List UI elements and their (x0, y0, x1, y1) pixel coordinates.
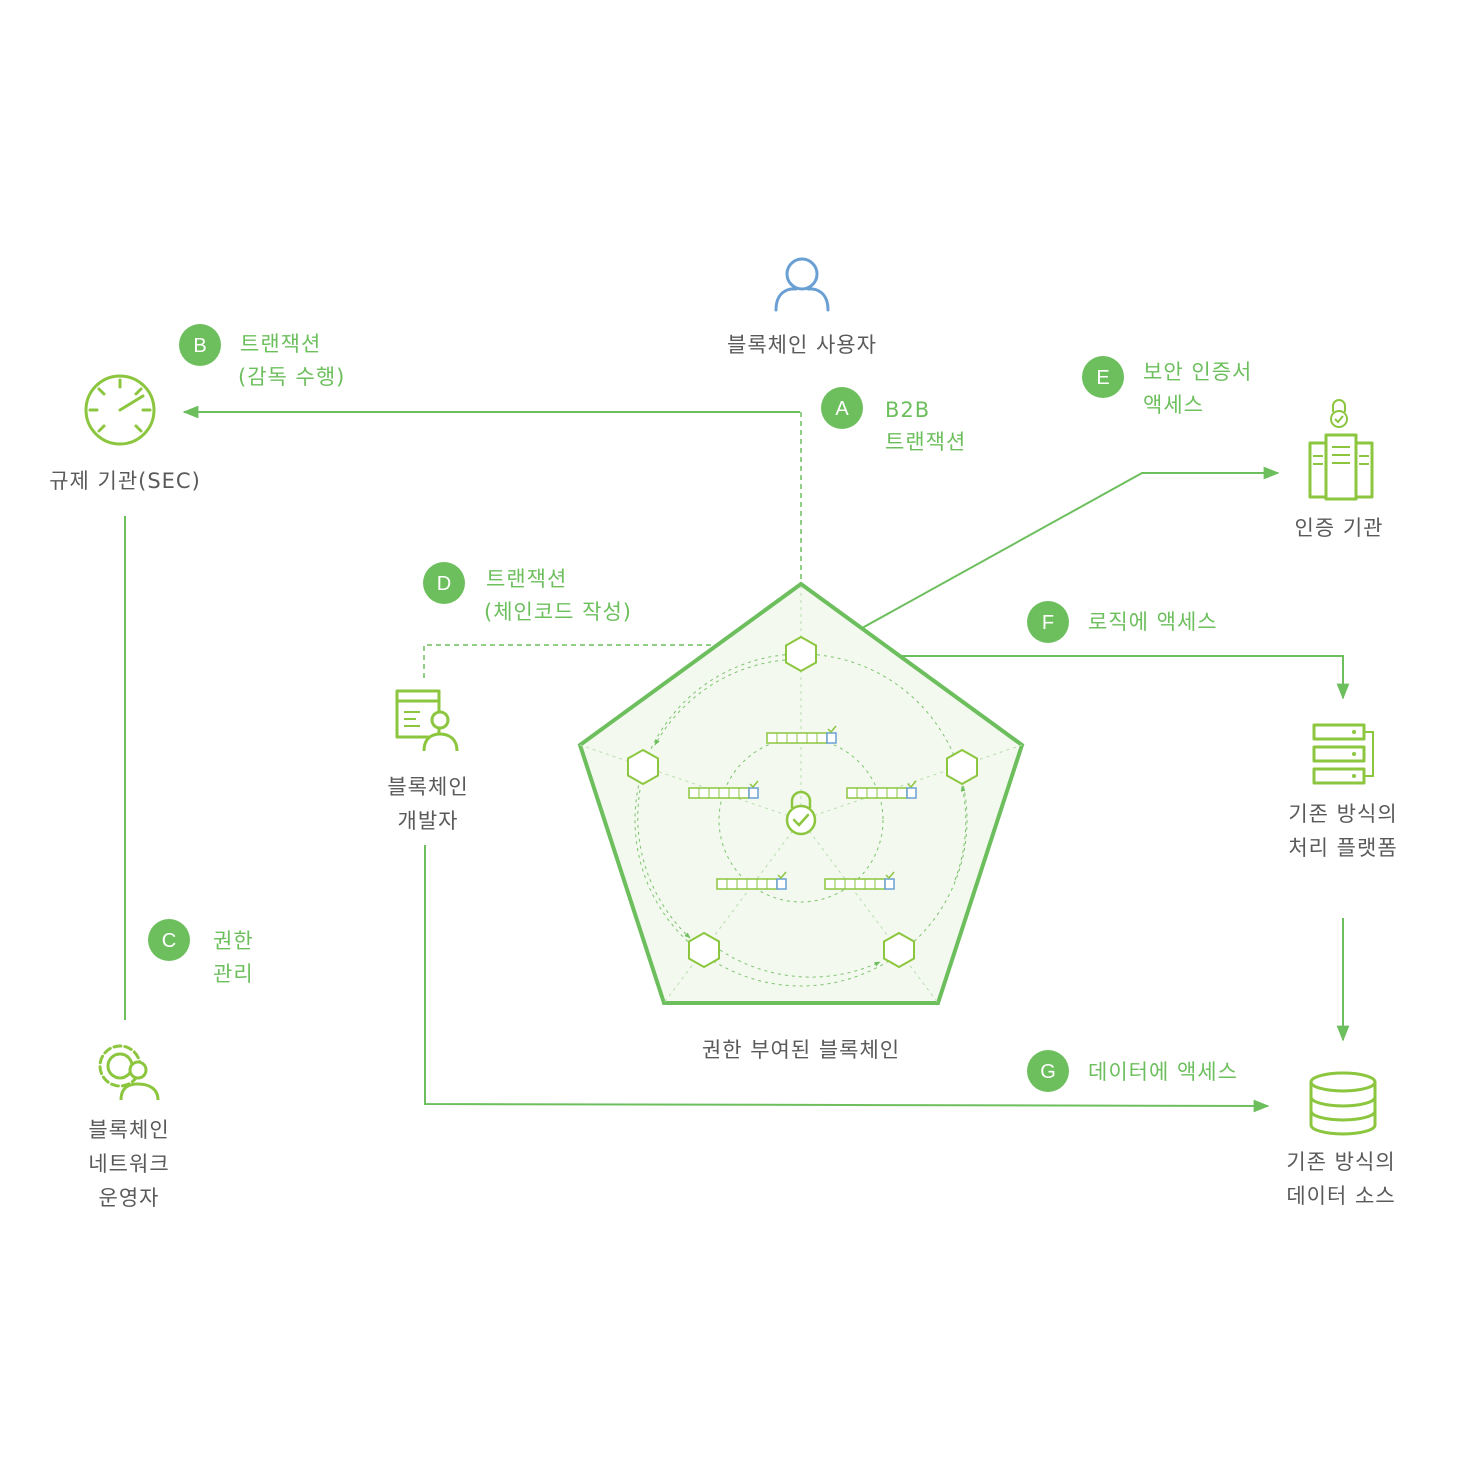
step-a-text-line2: 트랜잭션 (885, 430, 966, 454)
developer-label-line2: 개발자 (398, 809, 459, 833)
step-a-text-line1: B2B (885, 398, 930, 422)
ledger-chain-left (688, 780, 759, 799)
ledger-chain-bottom-right (824, 871, 895, 890)
legacy-platform-label-line1: 기존 방식의 (1288, 802, 1397, 826)
step-e-text-line2: 액세스 (1143, 393, 1204, 417)
lock-check-icon (785, 790, 817, 836)
user-label: 블록체인 사용자 (727, 333, 877, 357)
step-a-letter: A (835, 398, 849, 420)
blockchain-label: 권한 부여된 블록체인 (702, 1038, 900, 1062)
operator-label-line3: 운영자 (99, 1186, 160, 1210)
developer-icon (395, 689, 459, 752)
step-a: A B2B 트랜잭션 (821, 387, 966, 454)
ledger-chain-right (846, 780, 917, 799)
flow-d-line (423, 641, 785, 678)
step-b: B 트랜잭션 (감독 수행) (179, 324, 345, 389)
legacy-data-label-line2: 데이터 소스 (1286, 1184, 1395, 1208)
step-b-letter: B (193, 335, 206, 357)
step-g-letter: G (1040, 1061, 1056, 1083)
step-f: F 로직에 액세스 (1027, 601, 1218, 643)
legacy-data-label-line1: 기존 방식의 (1286, 1150, 1395, 1174)
step-d-letter: D (437, 573, 451, 595)
step-d-text-line1: 트랜잭션 (486, 567, 567, 591)
step-b-text-line1: 트랜잭션 (240, 332, 321, 356)
step-c-text-line2: 관리 (213, 962, 254, 986)
step-e-text-line1: 보안 인증서 (1143, 360, 1252, 384)
step-g-text-line1: 데이터에 액세스 (1088, 1060, 1238, 1084)
gear-user-icon (98, 1044, 160, 1101)
pentagon-shape (577, 581, 1025, 1005)
hex-node-bottom-right (883, 931, 915, 969)
outer-ring (634, 653, 968, 987)
step-d: D 트랜잭션 (체인코드 작성) (423, 562, 632, 624)
connectors (124, 405, 1350, 1113)
step-d-text-line2: (체인코드 작성) (484, 600, 632, 624)
regulator-label: 규제 기관(SEC) (49, 469, 201, 493)
user-icon (774, 257, 830, 312)
step-g: G 데이터에 액세스 (1027, 1050, 1238, 1092)
step-b-text-line2: (감독 수행) (238, 365, 345, 389)
hex-node-bottom-left (688, 931, 720, 969)
hex-node-left (627, 748, 659, 786)
cert-authority-label: 인증 기관 (1295, 516, 1384, 540)
ledger-chain-bottom-left (716, 871, 787, 890)
developer-label-line1: 블록체인 (387, 775, 468, 799)
server-rack-icon (1312, 723, 1374, 785)
operator-label-line1: 블록체인 (88, 1118, 169, 1142)
lock-server-icon (1308, 399, 1374, 501)
gauge-icon (84, 374, 156, 446)
ledger-chain-top (766, 725, 837, 744)
blockchain-pentagon (577, 581, 1025, 1005)
flow-f-line (818, 649, 1350, 700)
step-c: C 권한 관리 (148, 919, 254, 986)
database-icon (1309, 1071, 1377, 1136)
legacy-platform-label-line2: 처리 플랫폼 (1288, 836, 1397, 860)
step-c-letter: C (162, 930, 176, 952)
flow-e-line (824, 466, 1280, 649)
step-c-text-line1: 권한 (213, 929, 254, 953)
flow-g-line (424, 845, 1270, 1113)
hex-node-right (946, 748, 978, 786)
step-e-letter: E (1096, 367, 1109, 389)
operator-label-line2: 네트워크 (88, 1152, 169, 1176)
hex-node-top (785, 635, 817, 673)
step-f-text-line1: 로직에 액세스 (1088, 610, 1218, 634)
step-e: E 보안 인증서 액세스 (1082, 356, 1252, 417)
step-f-letter: F (1042, 612, 1054, 634)
